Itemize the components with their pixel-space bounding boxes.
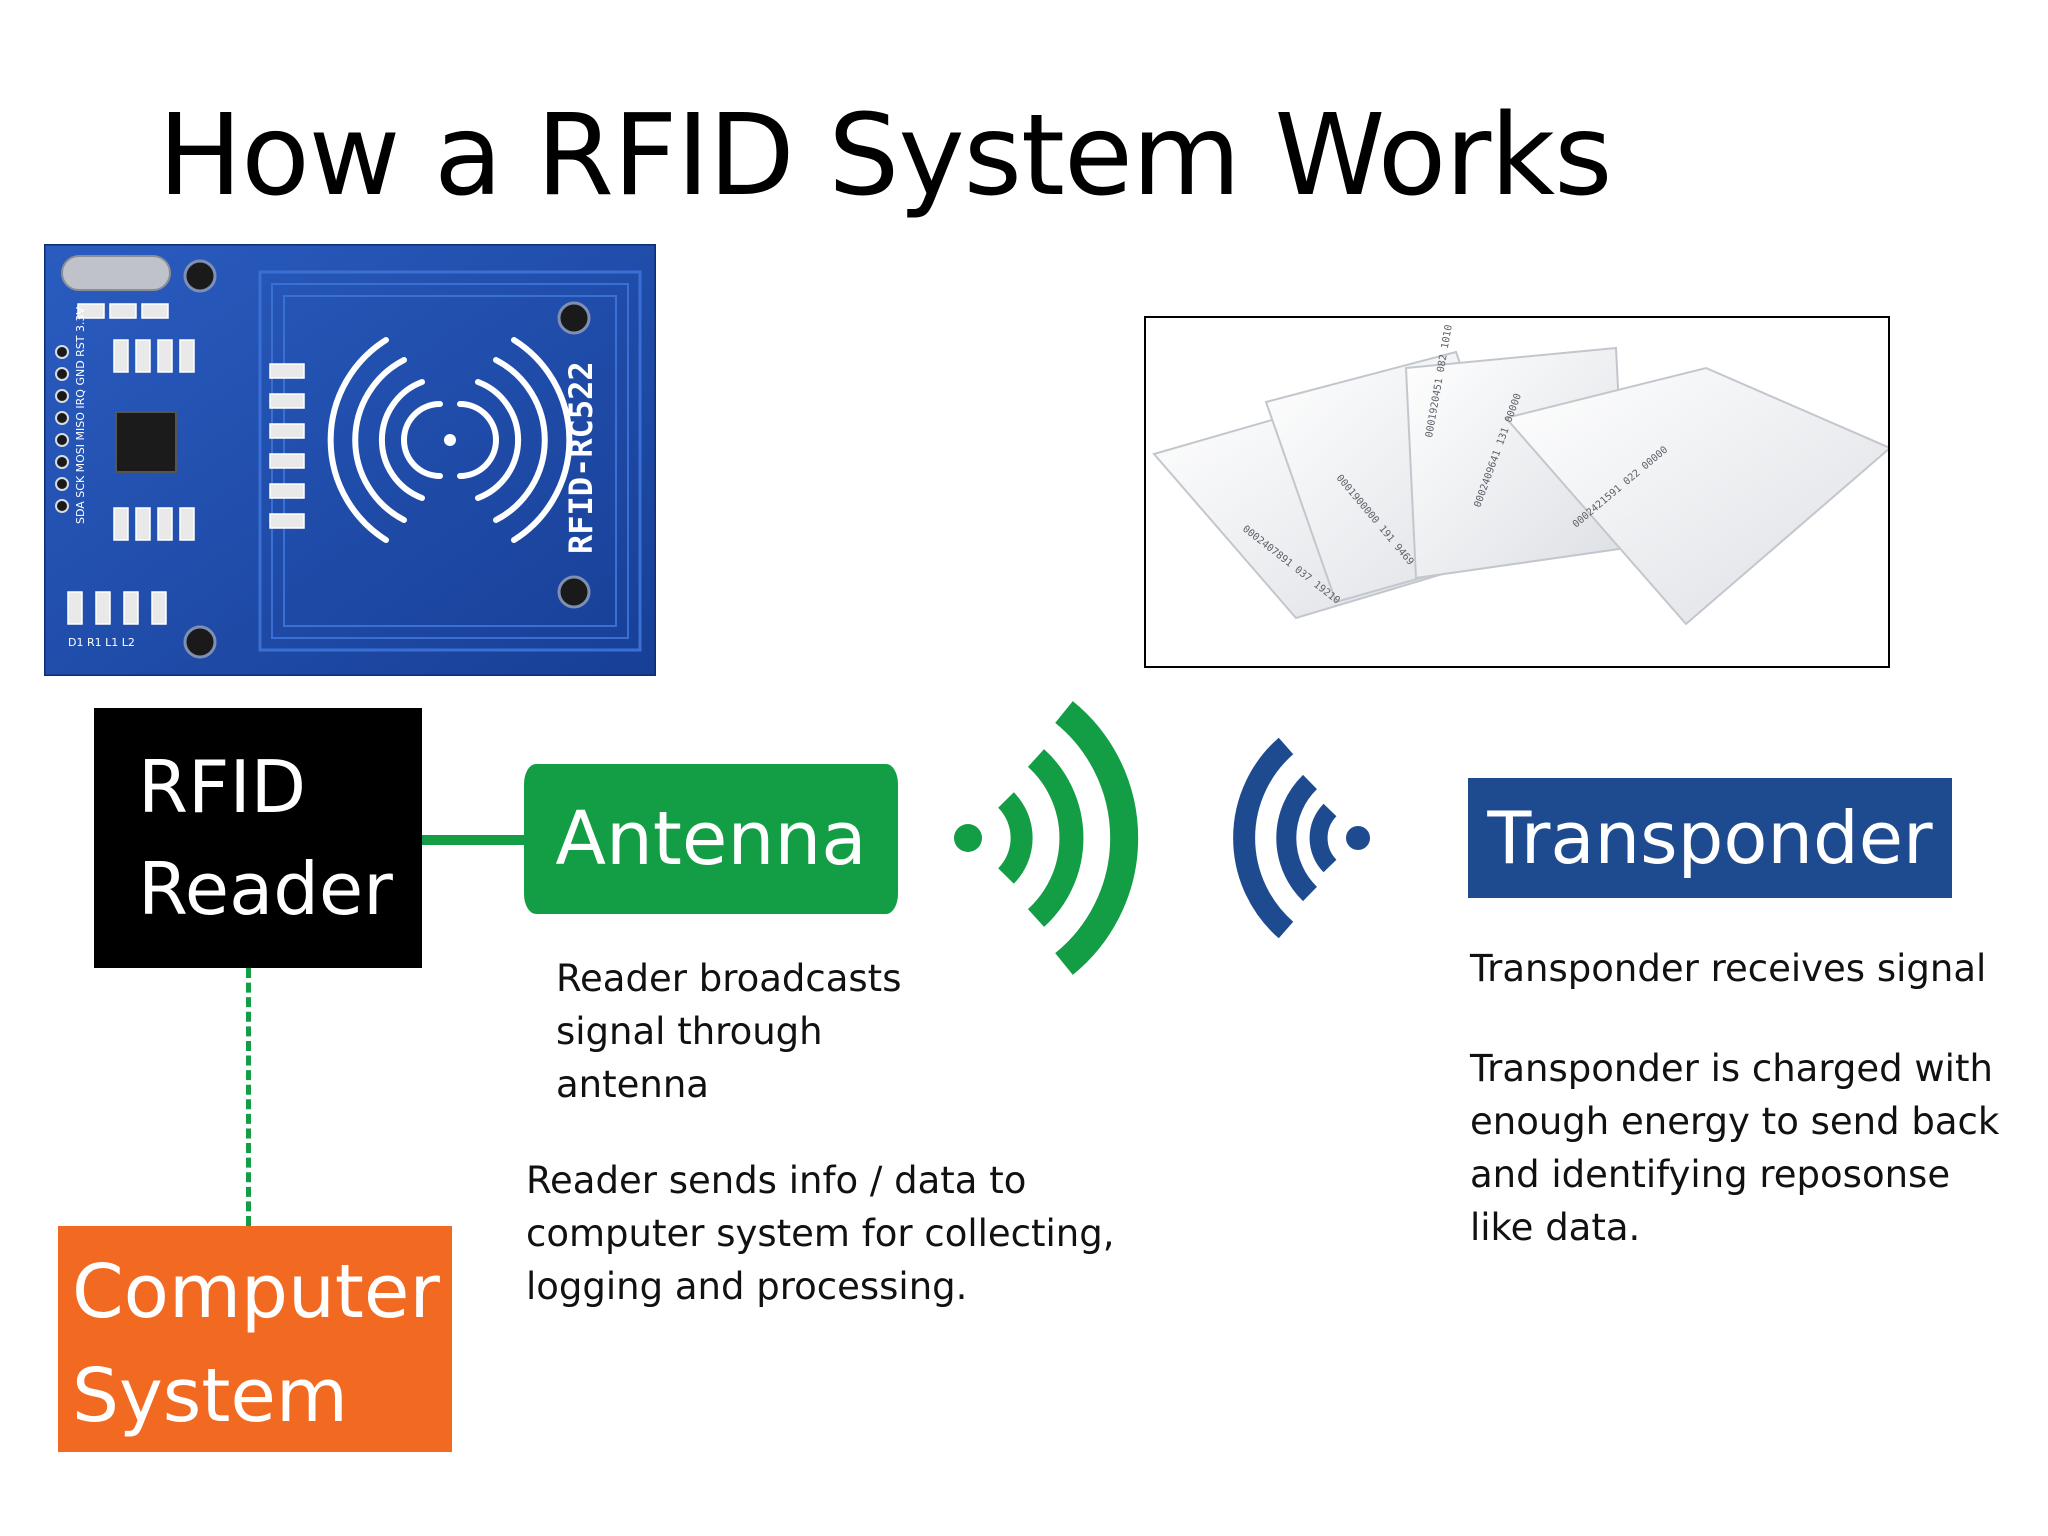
transponder-box: Transponder xyxy=(1468,778,1952,898)
board-pin-labels: SDA SCK MOSI MISO IRQ GND RST 3.3V xyxy=(74,307,87,524)
reader-computer-dashed-connector xyxy=(246,968,251,1226)
note-transponder-charged: Transponder is charged with enough energ… xyxy=(1470,1042,1999,1254)
rfid-reader-box: RFID Reader xyxy=(94,708,422,968)
note-transponder-receives: Transponder receives signal xyxy=(1470,942,1986,995)
rfid-reader-label-line1: RFID xyxy=(138,745,307,829)
note-line: antenna xyxy=(556,1063,709,1106)
rfid-reader-label-line2: Reader xyxy=(138,847,393,931)
note-line: Transponder receives signal xyxy=(1470,947,1987,990)
note-line: enough energy to send back xyxy=(1470,1100,2000,1143)
note-line: signal through xyxy=(556,1010,823,1053)
note-line: computer system for collecting, xyxy=(526,1212,1115,1255)
rfid-cards-image: 0002407891 037 19210 0001900000 191 9469… xyxy=(1144,316,1890,668)
note-line: logging and processing. xyxy=(526,1265,968,1308)
note-line: Reader sends info / data to xyxy=(526,1159,1027,1202)
note-reader-broadcasts: Reader broadcasts signal through antenna xyxy=(556,952,901,1111)
page-title: How a RFID System Works xyxy=(158,91,1613,221)
note-line: Reader broadcasts xyxy=(556,957,902,1000)
computer-system-label-line1: Computer xyxy=(72,1249,440,1335)
antenna-box: Antenna xyxy=(524,764,898,914)
note-line: Transponder is charged with xyxy=(1470,1047,1993,1090)
reader-antenna-connector xyxy=(422,835,526,845)
board-model-label: RFID-RC522 xyxy=(562,361,600,554)
signal-waves xyxy=(954,701,1370,975)
computer-system-box: Computer System xyxy=(58,1226,452,1452)
rfid-cards-illustration: 0002407891 037 19210 0001900000 191 9469… xyxy=(1152,324,1888,626)
wifi-waves-right-icon xyxy=(954,701,1139,975)
note-line: and identifying reposonse xyxy=(1470,1153,1951,1196)
note-line: like data. xyxy=(1470,1206,1641,1249)
wifi-waves-left-icon xyxy=(1233,737,1370,939)
board-bottom-labels: D1 R1 L1 L2 xyxy=(68,636,135,649)
note-reader-sends-data: Reader sends info / data to computer sys… xyxy=(526,1154,1115,1313)
computer-system-label-line2: System xyxy=(72,1353,348,1439)
rfid-reader-board-image: RFID-RC522 SDA SCK MOSI MISO IRQ GND RST… xyxy=(44,244,656,676)
